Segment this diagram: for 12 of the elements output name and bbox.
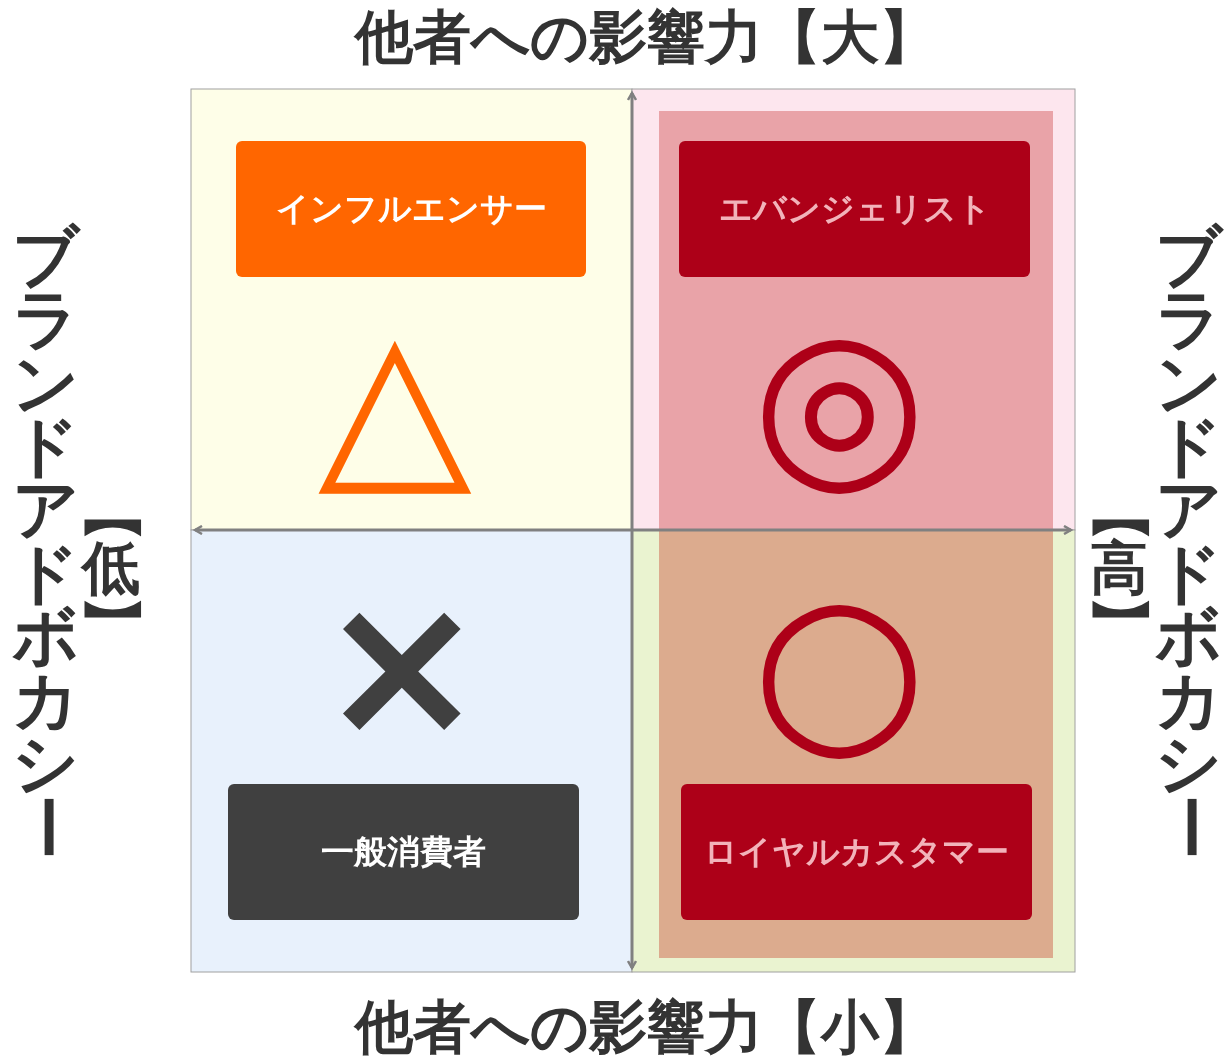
label-box: インフルエンサー — [236, 141, 586, 277]
axis-title: 他者への影響力【小】 — [355, 998, 937, 1056]
axis-end-label: 【低】 — [82, 485, 140, 652]
rating-symbol: ◎ — [752, 300, 927, 500]
rating-symbol: △ — [318, 300, 472, 500]
rating-symbol: × — [318, 565, 486, 765]
rating-symbol: ○ — [752, 565, 927, 765]
label-box: エバンジェリスト — [679, 141, 1030, 277]
axis-end-label: 【高】 — [1090, 485, 1148, 652]
axis-title: 他者への影響力【大】 — [355, 8, 937, 66]
label-box: 一般消費者 — [228, 784, 579, 920]
label-box: ロイヤルカスタマー — [681, 784, 1032, 920]
